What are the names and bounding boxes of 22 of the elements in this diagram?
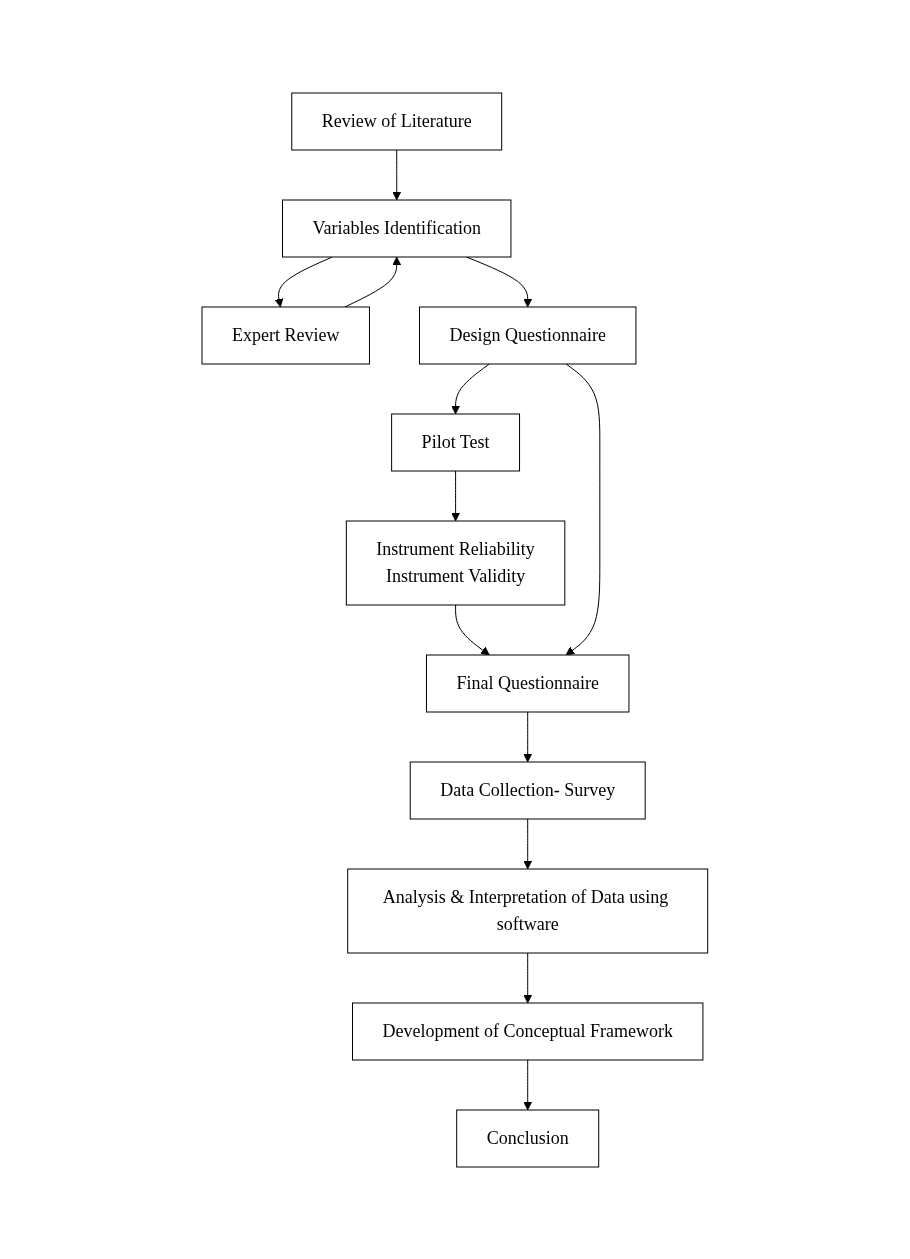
node-box: Pilot Test [391,413,521,471]
node-box: Design Questionnaire [419,306,637,364]
node-box: Data Collection- Survey [409,761,646,819]
arrow [523,711,533,762]
arrow [451,363,490,414]
arrow [523,818,533,869]
node-box: Expert Review [201,306,371,364]
node-box: Instrument Reliability Instrument Validity [346,520,566,605]
arrow [455,604,490,655]
arrow [451,470,461,521]
arrow [466,256,533,307]
node-box: Analysis & Interpretation of Data using software [347,868,709,953]
node-box: Review of Literature [291,92,503,150]
arrow [274,256,333,307]
arrow [523,952,533,1003]
node-box: Conclusion [456,1109,600,1167]
arrow [565,363,601,655]
node-box: Variables Identification [282,199,512,257]
node-box: Development of Conceptual Framework [352,1002,704,1060]
arrow [523,1059,533,1110]
node-box: Final Questionnaire [426,654,630,712]
arrow [392,149,402,200]
